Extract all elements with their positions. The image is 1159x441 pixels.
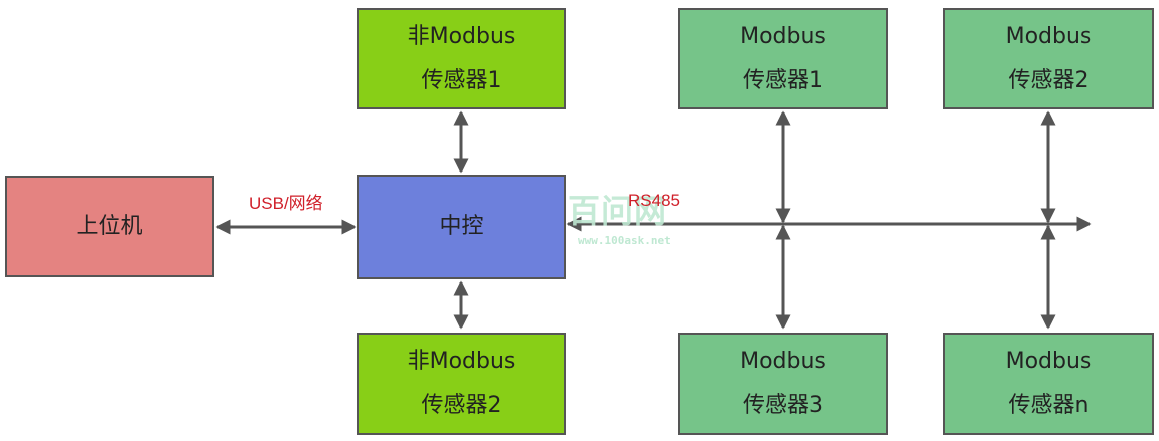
rs485-label: RS485 (628, 191, 680, 210)
watermark-url: www.100ask.net (578, 234, 671, 247)
modbus-sensor-1-box: Modbus 传感器1 (678, 8, 888, 109)
modbus-sensor-2-box: Modbus 传感器2 (943, 8, 1154, 109)
watermark-logo-text: 百问网 (568, 192, 668, 230)
modbus-sensor-3-type: Modbus (740, 349, 826, 374)
non-modbus-sensor-1-name: 传感器1 (421, 67, 502, 93)
controller-box: 中控 (357, 175, 566, 279)
controller-label: 中控 (439, 214, 484, 239)
non-modbus-sensor-1-box: 非Modbus 传感器1 (357, 8, 566, 109)
host-pc-label: 上位机 (76, 213, 143, 239)
modbus-sensor-2-type: Modbus (1005, 23, 1092, 49)
non-modbus-sensor-2-name: 传感器2 (421, 393, 502, 418)
modbus-sensor-3-name: 传感器3 (743, 393, 823, 418)
host-pc-box: 上位机 (5, 176, 214, 277)
non-modbus-sensor-1-type: 非Modbus (407, 23, 516, 49)
modbus-sensor-2-name: 传感器2 (1008, 67, 1089, 93)
modbus-sensor-n-type: Modbus (1005, 349, 1092, 374)
modbus-sensor-1-type: Modbus (740, 23, 826, 49)
modbus-sensor-n-name: 传感器n (1008, 393, 1089, 418)
modbus-sensor-3-box: Modbus 传感器3 (678, 333, 888, 435)
non-modbus-sensor-2-type: 非Modbus (407, 349, 516, 374)
modbus-sensor-1-name: 传感器1 (743, 67, 823, 93)
non-modbus-sensor-2-box: 非Modbus 传感器2 (357, 333, 566, 435)
usb-network-label: USB/网络 (249, 194, 323, 213)
modbus-sensor-n-box: Modbus 传感器n (943, 333, 1154, 435)
